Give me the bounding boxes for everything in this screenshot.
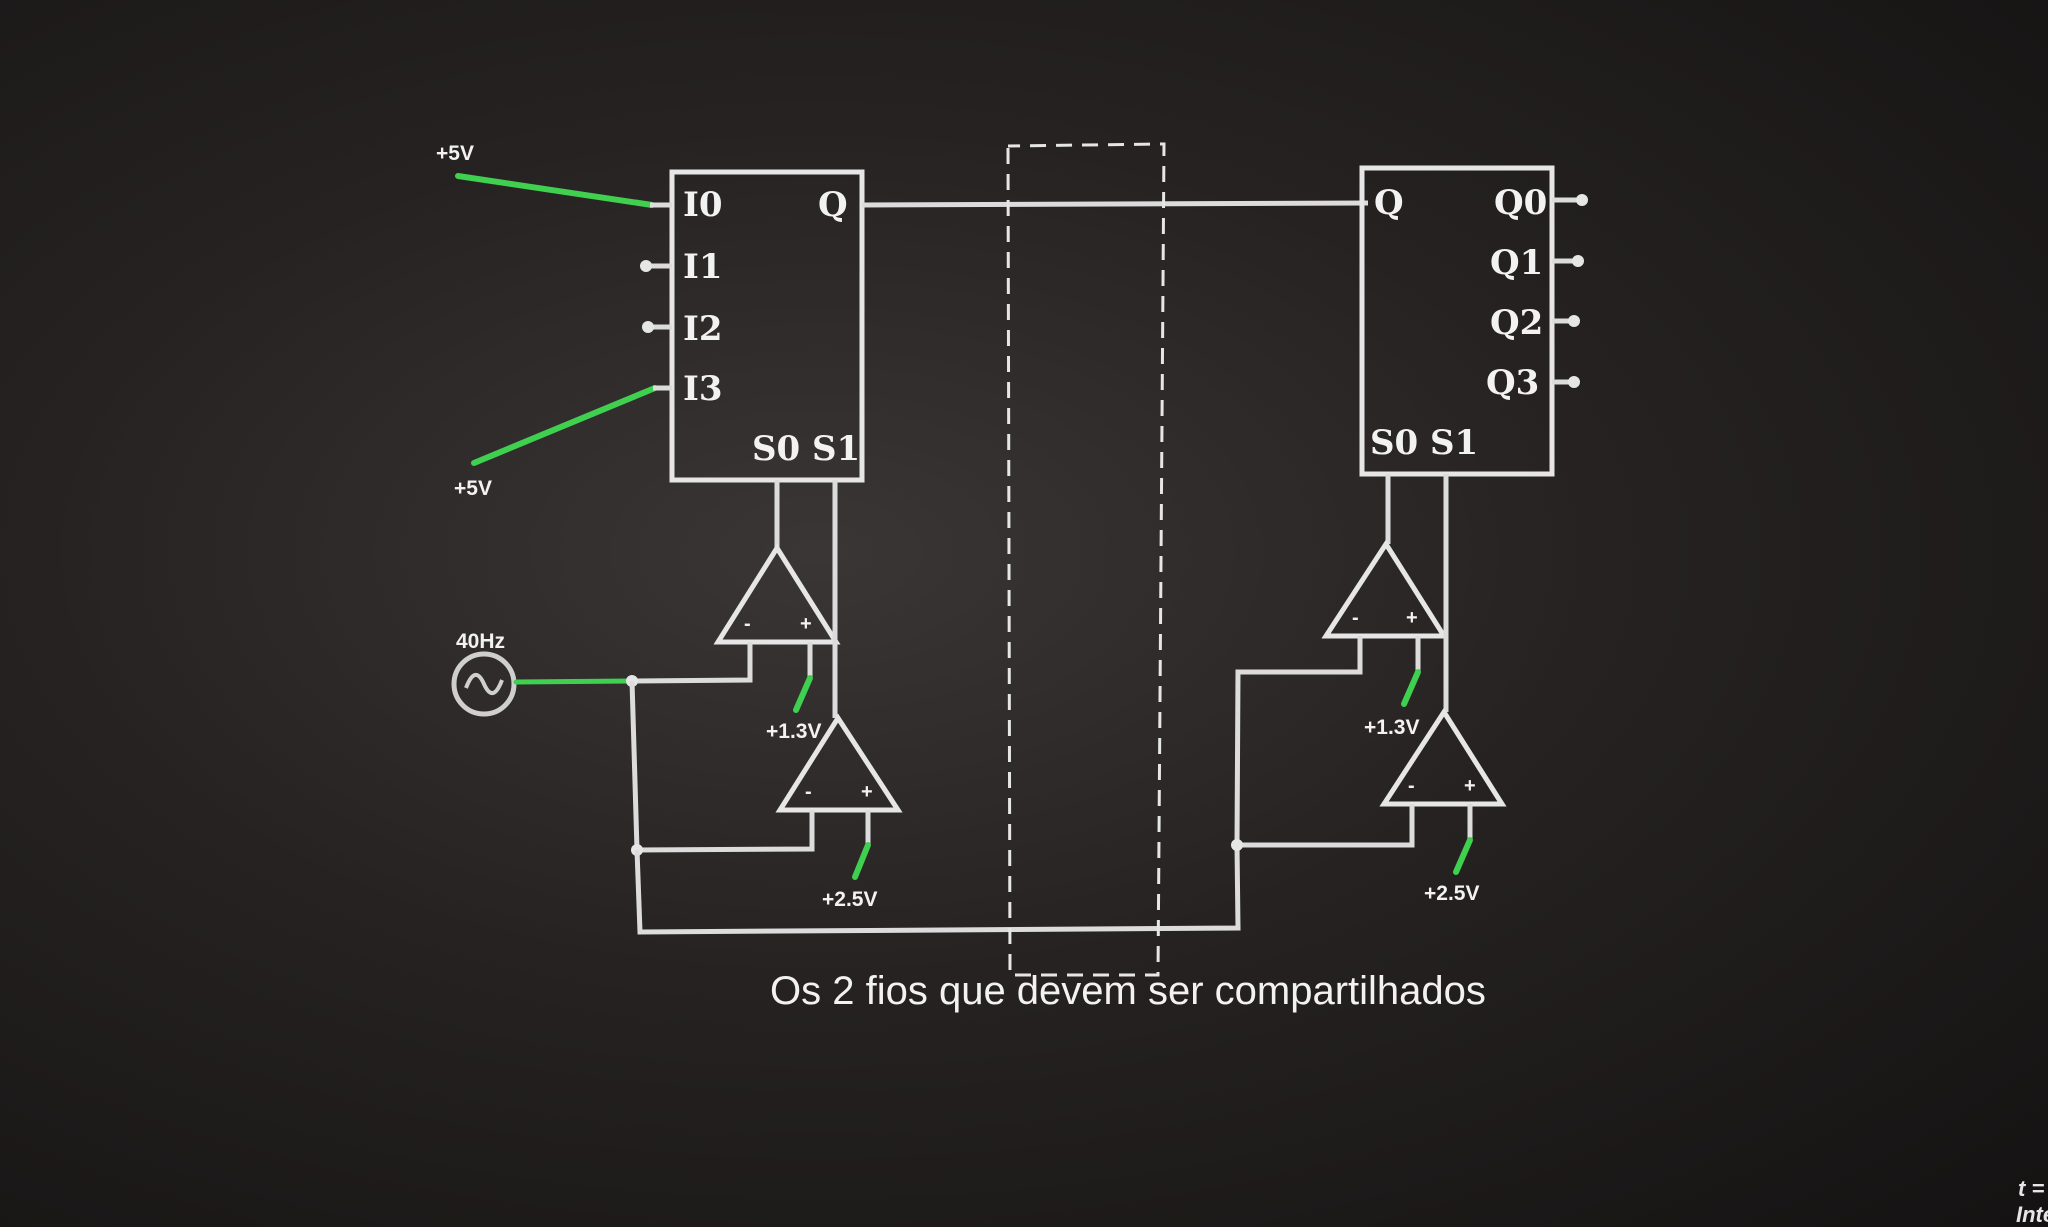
demux-q3-pin-dot[interactable] [1568, 376, 1580, 388]
mux-chip: I0 I1 I2 I3 Q S0 S1 [640, 169, 865, 483]
vcc-top-label: +5V [436, 142, 474, 165]
clock-frequency-label: 40Hz [456, 630, 505, 653]
demux-q2-pin-dot[interactable] [1568, 315, 1580, 327]
demux-output-q1-label: Q1 [1490, 243, 1543, 283]
right-comparator-2 [1379, 707, 1507, 807]
right-comparator-1-plus: + [1406, 607, 1418, 629]
left-ref-1-green [793, 675, 813, 713]
mux-i1-pin-dot[interactable] [640, 260, 652, 272]
mux-i2-pin-dot[interactable] [642, 321, 654, 333]
demux-output-q0-label: Q0 [1494, 183, 1547, 223]
left-comparator-2-plus: + [861, 781, 873, 803]
left-comparator-2-minus: - [805, 781, 812, 803]
left-ref-2-green [852, 842, 871, 880]
demux-output-q3-label: Q3 [1486, 363, 1539, 403]
right-ref-low-label: +1.3V [1364, 716, 1419, 739]
left-ref-high-label: +2.5V [822, 888, 877, 911]
sine-icon [464, 673, 504, 695]
left-comparator-2 [775, 713, 903, 813]
right-comparator-2-minus: - [1408, 775, 1415, 797]
right-ref-1-green [1401, 669, 1421, 707]
vcc-bottom-label: +5V [454, 477, 492, 500]
left-comparator-1 [713, 543, 841, 645]
mux-input-i3-label: I3 [683, 369, 723, 409]
vcc-wire-i0 [455, 173, 655, 208]
demux-chip: Q Q0 Q1 Q2 Q3 S0 S1 [1359, 165, 1588, 477]
mux-input-i2-label: I2 [683, 309, 723, 349]
mux-input-i1-label: I1 [683, 247, 723, 287]
demux-q1-pin-dot[interactable] [1572, 255, 1584, 267]
corner-interval-label: Inte [2016, 1202, 2048, 1227]
demux-output-q2-label: Q2 [1490, 303, 1543, 343]
corner-time-label: t = [2018, 1176, 2044, 1201]
right-clock-to-comparator-2 [1237, 804, 1415, 848]
mux-output-q-label: Q [818, 185, 848, 225]
caption: Os 2 fios que devem ser compartilhados [770, 969, 1486, 1013]
right-comparator-2-plus: + [1464, 775, 1476, 797]
demux-input-q-label: Q [1374, 183, 1404, 223]
vcc-wire-i3 [471, 385, 658, 466]
left-comparator-1-plus: + [800, 613, 812, 635]
right-clock-to-comparator-1 [1234, 636, 1363, 846]
clock-source[interactable] [451, 651, 517, 717]
right-ref-2-green [1453, 837, 1473, 875]
left-ref-low-label: +1.3V [766, 720, 821, 743]
mux-input-i0-label: I0 [683, 185, 723, 225]
clock-to-comparator-1 [631, 642, 753, 684]
shared-wire-q [861, 200, 1369, 208]
demux-select-s1-label: S1 [1430, 423, 1478, 463]
right-comparator-1 [1321, 539, 1449, 639]
demux-q0-pin-dot[interactable] [1576, 194, 1588, 206]
right-ref-high-label: +2.5V [1424, 882, 1479, 905]
mux-select-s0-label: S0 [752, 429, 800, 469]
right-clock-junction [1231, 839, 1243, 851]
shared-wire-clock [634, 844, 1241, 935]
clock-to-comparator-2 [629, 680, 815, 853]
demux-select-s0-label: S0 [1370, 423, 1418, 463]
right-comparator-1-minus: - [1352, 607, 1359, 629]
mux-select-s1-label: S1 [812, 429, 860, 469]
clock-wire-green [513, 678, 635, 685]
shared-wires-highlight [1006, 142, 1166, 977]
left-comparator-1-minus: - [744, 613, 751, 635]
